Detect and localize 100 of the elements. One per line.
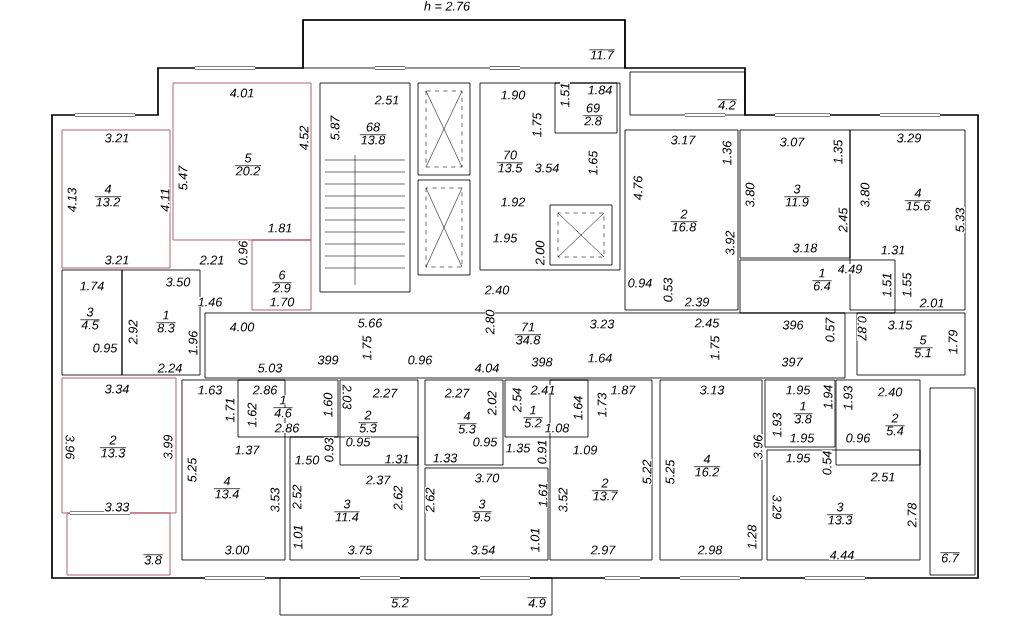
dimension-label: 2.45 <box>694 317 720 329</box>
dimension-label: 1.94 <box>822 384 834 410</box>
room-number: 71 <box>520 322 536 332</box>
dimension-label: 3.52 <box>557 487 569 513</box>
dimension-label: 1.63 <box>197 384 223 396</box>
dimension-label: 2.03 <box>341 384 353 410</box>
dimension-label: 3.96 <box>64 434 76 460</box>
dimension-label: 3.54 <box>534 162 560 174</box>
dimension-label: 5.25 <box>186 457 198 483</box>
dimension-label: 1.33 <box>432 452 458 464</box>
dimension-label: 1.46 <box>197 296 223 308</box>
dimension-label: 3.99 <box>162 434 174 460</box>
room-number: 3 <box>835 501 845 513</box>
dimension-label: 1.84 <box>587 84 613 96</box>
dimension-label: 2.00 <box>534 240 546 266</box>
dimension-label: 0.94 <box>627 277 653 289</box>
dimension-label: 4.13 <box>66 187 78 213</box>
dimension-label: 1.01 <box>529 527 541 553</box>
area-label: 5.2 <box>523 417 543 429</box>
area-label: 8.3 <box>156 322 176 334</box>
dimension-label: 0.95 <box>472 436 498 448</box>
dimension-label: 2.45 <box>837 207 849 233</box>
dimension-label: 1.95 <box>785 384 811 396</box>
ceiling-height-note: h = 2.76 <box>423 0 471 12</box>
dimension-label: 1.01 <box>292 524 304 550</box>
dimension-label: 3.29 <box>771 494 783 520</box>
area-label: 6.4 <box>812 280 832 292</box>
room-number: 3 <box>342 498 352 510</box>
dimension-label: 1.95 <box>785 452 811 464</box>
dimension-label: 2.41 <box>530 385 556 395</box>
dimension-label: 3.80 <box>859 182 871 208</box>
dimension-label: 0.96 <box>407 354 433 366</box>
area-label: 13.4 <box>213 488 241 500</box>
dimension-label: 1.64 <box>587 352 613 364</box>
dimension-label: 4.04 <box>474 362 500 374</box>
area-label: 3.8 <box>793 413 813 425</box>
dimension-label: 3.21 <box>104 132 130 144</box>
dimension-label: 1.95 <box>492 232 518 244</box>
dimension-label: 1.50 <box>294 454 320 466</box>
dimension-label: 4.01 <box>229 87 255 99</box>
dimension-label: 5.22 <box>641 459 653 485</box>
dimension-label: 398 <box>530 356 554 368</box>
dimension-label: 1.65 <box>587 150 599 176</box>
dimension-label: 1.81 <box>267 222 293 234</box>
dimension-label: 2.78 <box>906 502 918 528</box>
dimension-label: 1.35 <box>505 442 531 454</box>
dimension-label: 4.11 <box>160 187 170 213</box>
room-number: 2 <box>679 209 689 219</box>
dimension-label: 2.92 <box>127 319 139 345</box>
dimension-label: 2.98 <box>697 544 723 556</box>
dimension-label: 0.93 <box>323 437 335 463</box>
room-number: 70 <box>502 149 518 161</box>
room-number: 1 <box>798 401 808 411</box>
dimension-label: 3.80 <box>744 182 756 208</box>
dimension-label: 3.00 <box>224 544 250 556</box>
dimension-label: 1.60 <box>322 392 334 418</box>
area-label: 16.2 <box>693 466 721 478</box>
room-number: 3 <box>792 183 802 195</box>
dimension-label: 3.21 <box>104 254 130 266</box>
room-number: 1 <box>528 405 538 415</box>
dimension-label: 2.39 <box>684 296 710 308</box>
room-number: 4 <box>702 454 712 464</box>
room-number: 4 <box>913 188 923 198</box>
dimension-label: 1.51 <box>882 272 892 298</box>
room-number: 69 <box>585 102 601 114</box>
area-label: 6.7 <box>940 552 960 564</box>
dimension-label: 5.66 <box>357 317 383 329</box>
room-number: 2 <box>363 410 373 420</box>
room-number: 6 <box>277 269 287 281</box>
dimension-label: 2.54 <box>511 387 523 413</box>
dimension-label: 2.40 <box>484 284 510 296</box>
dimension-label: 4.44 <box>829 550 855 560</box>
dimension-label: 2.97 <box>590 544 616 556</box>
area-label: 9.5 <box>472 511 492 523</box>
dimension-label: 0.53 <box>662 277 674 303</box>
dimension-label: 1.31 <box>384 453 410 465</box>
area-label: 11.4 <box>333 511 361 522</box>
dimension-label: 3.23 <box>589 318 615 330</box>
dimension-label: 3.53 <box>269 487 281 513</box>
dimension-label: 5.87 <box>329 115 341 141</box>
dimension-label: 1.64 <box>572 395 584 421</box>
dimension-label: 4.49 <box>837 263 863 275</box>
dimension-label: 2.27 <box>372 388 398 398</box>
area-label: 13.3 <box>99 447 127 459</box>
dimension-label: 1.92 <box>500 196 526 208</box>
room-number: 5 <box>243 153 253 163</box>
dimension-label: 1.74 <box>79 281 105 291</box>
dimension-label: 3.70 <box>474 472 500 484</box>
dimension-label: 5.25 <box>664 459 676 485</box>
dimension-label: 0.96 <box>237 240 249 266</box>
dimension-label: 3.54 <box>470 544 496 556</box>
dimension-label: 3.92 <box>724 230 736 256</box>
dimension-label: 1.75 <box>362 335 372 361</box>
area-label: 15.6 <box>904 200 932 212</box>
dimension-label: 4.76 <box>632 175 644 201</box>
room-number: 3 <box>85 306 95 318</box>
dimension-label: 2.37 <box>365 474 391 486</box>
dimension-label: 4.00 <box>229 321 255 333</box>
area-label: 5.2 <box>390 597 410 609</box>
room-number: 68 <box>365 121 381 133</box>
